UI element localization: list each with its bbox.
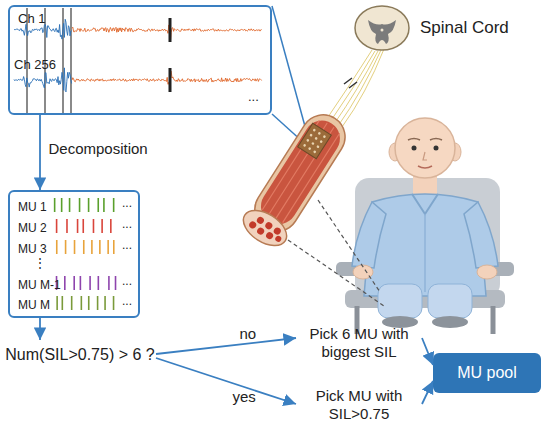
edge-label: no <box>240 325 257 342</box>
spike <box>73 276 75 290</box>
spike <box>103 198 105 212</box>
spike <box>82 219 84 233</box>
spinal-cord-section <box>355 6 409 50</box>
chair <box>336 178 514 334</box>
spike <box>110 219 112 233</box>
spike <box>97 198 99 212</box>
condition-text: Num(SIL>0.75) > 6 ? <box>4 340 156 370</box>
spike <box>88 296 90 310</box>
spike <box>64 276 66 290</box>
spike <box>97 296 99 310</box>
spike <box>104 296 106 310</box>
flow-arrow <box>156 338 296 354</box>
spike <box>65 240 67 254</box>
branch-box: Pick MU with SIL>0.75 <box>296 382 422 428</box>
node-text: Pick MU with SIL>0.75 <box>296 387 422 423</box>
spike <box>56 296 58 310</box>
spike <box>66 219 68 233</box>
emg-trace <box>72 71 262 86</box>
muscle <box>237 105 355 252</box>
motor-unit-panel: MU 1... MU 2... MU 3... ⋮ MU M-1... MU M... <box>8 190 140 318</box>
spike <box>108 276 110 290</box>
spike <box>101 219 103 233</box>
node-text: MU pool <box>457 363 517 382</box>
spike <box>115 276 117 290</box>
channel-label: ... <box>122 196 132 210</box>
channel-label: ... <box>122 217 132 231</box>
channel-label: MU M <box>18 298 50 312</box>
edge-label: Decomposition <box>49 140 148 157</box>
pool-box: MU pool <box>433 353 541 393</box>
spike <box>74 240 76 254</box>
spike <box>99 240 101 254</box>
spike <box>91 240 93 254</box>
trigger-mark <box>169 18 172 42</box>
channel-label: ... <box>248 89 259 105</box>
spike <box>61 198 63 212</box>
flow-arrow <box>39 115 41 190</box>
spike <box>93 219 95 233</box>
emg-panel: Ch 1 Ch 256... <box>8 5 272 115</box>
trigger-mark <box>169 68 172 92</box>
channel-label: ... <box>122 274 132 288</box>
node-text: Num(SIL>0.75) > 6 ? <box>5 345 154 364</box>
channel-label: ... <box>122 238 132 252</box>
zoom-line <box>272 6 306 130</box>
channel-label: MU 3 <box>18 242 47 256</box>
spike <box>77 219 79 233</box>
flow-arrow <box>39 318 41 340</box>
channel-label: MU 1 <box>18 200 47 214</box>
emg-traces <box>14 8 262 113</box>
spike <box>56 219 58 233</box>
nerve-fibers <box>326 49 384 127</box>
spike <box>89 276 91 290</box>
branch-box: Pick 6 MU with biggest SIL <box>296 320 422 366</box>
channel-label: ... <box>122 294 132 308</box>
spike <box>113 240 115 254</box>
person <box>352 118 498 328</box>
flow-arrow <box>156 358 296 404</box>
spike-trains <box>55 198 116 310</box>
spike <box>88 198 90 212</box>
channel-label: Ch 256 <box>14 57 56 73</box>
spike <box>98 276 100 290</box>
spike <box>113 198 115 212</box>
spike <box>107 240 109 254</box>
channel-label: MU M-1 <box>18 278 61 292</box>
leader-line <box>318 200 380 292</box>
emg-trace <box>72 25 262 42</box>
flow-arrow <box>422 338 433 365</box>
spike <box>71 296 73 310</box>
spike <box>83 240 85 254</box>
spike <box>69 198 71 212</box>
channel-label: Ch 1 <box>18 11 45 27</box>
spike <box>81 296 83 310</box>
leader-line <box>288 240 384 306</box>
spike <box>79 198 81 212</box>
edge-label: yes <box>233 388 256 405</box>
channel-label: ⋮ <box>34 256 46 270</box>
spike <box>113 296 115 310</box>
spike <box>80 276 82 290</box>
flow-arrow <box>422 381 433 404</box>
trigger-line <box>70 8 72 113</box>
spike <box>56 240 58 254</box>
node-text: Pick 6 MU with biggest SIL <box>296 325 422 361</box>
spike <box>62 296 64 310</box>
break-mark <box>344 78 357 88</box>
part-label: Spinal Cord <box>420 18 509 38</box>
spike <box>54 198 56 212</box>
channel-label: MU 2 <box>18 221 47 235</box>
